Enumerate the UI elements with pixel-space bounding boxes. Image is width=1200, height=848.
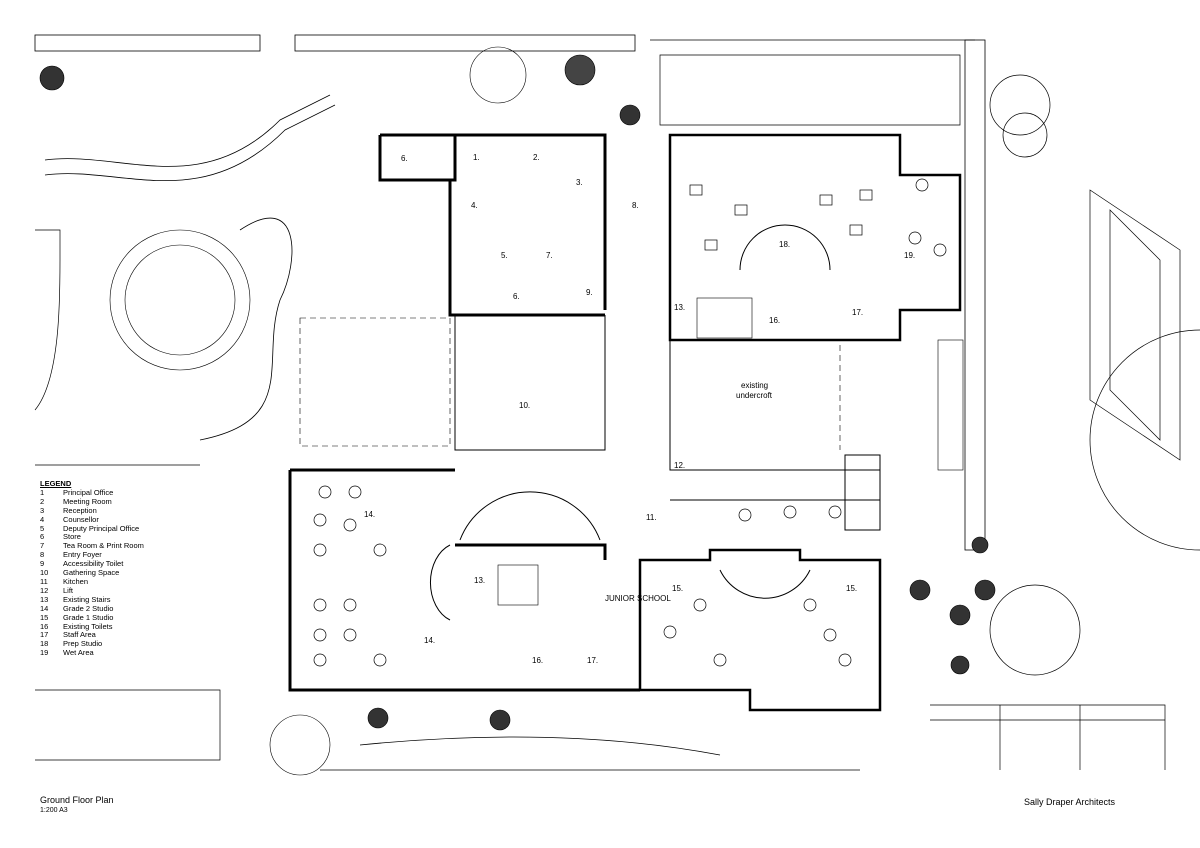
legend-item: 14 Grade 2 Studio bbox=[40, 603, 144, 614]
room-label: undercroft bbox=[736, 391, 773, 400]
dashed-outlines bbox=[299, 317, 841, 450]
legend-label: Accessibility Toilet bbox=[63, 559, 124, 569]
room-label: 17. bbox=[587, 656, 598, 665]
room-label: JUNIOR SCHOOL bbox=[605, 594, 671, 603]
legend-item: 11 Kitchen bbox=[40, 576, 144, 587]
room-label: 17. bbox=[852, 308, 863, 317]
room-label: 15. bbox=[672, 584, 683, 593]
legend-label: Store bbox=[63, 532, 81, 542]
legend-label: Grade 1 Studio bbox=[63, 612, 114, 622]
room-label: 2. bbox=[533, 153, 540, 162]
room-label: 6. bbox=[401, 154, 408, 163]
legend-item: 17 Staff Area bbox=[40, 631, 144, 640]
room-label: 6. bbox=[513, 292, 520, 301]
legend-number: 2 bbox=[40, 496, 45, 506]
legend-label: Reception bbox=[63, 505, 97, 515]
legend-label: Gathering Space bbox=[63, 568, 120, 578]
legend: LEGEND 1 Principal Office 2 Meeting Room 3 Re… bbox=[40, 479, 144, 658]
legend-label: Prep Studio bbox=[63, 639, 103, 649]
legend-number: 16 bbox=[40, 621, 49, 631]
legend-label: Deputy Principal Office bbox=[63, 523, 140, 533]
legend-item: 2 Meeting Room bbox=[40, 496, 144, 507]
room-label: 7. bbox=[546, 251, 553, 260]
room-label: 10. bbox=[519, 401, 530, 410]
legend-label: Tea Room & Print Room bbox=[63, 541, 144, 551]
legend-item: 18 Prep Studio bbox=[40, 639, 144, 649]
furniture-tables bbox=[313, 178, 947, 667]
room-label: 18. bbox=[779, 240, 790, 249]
room-label: 14. bbox=[364, 510, 375, 519]
legend-number: 3 bbox=[40, 505, 45, 515]
room-label: 19. bbox=[904, 251, 915, 260]
legend-item: 10 Gathering Space bbox=[40, 568, 144, 578]
legend-label: Principal Office bbox=[63, 487, 114, 497]
legend-item: 6 Store bbox=[40, 533, 144, 542]
room-labels: 6. 1. 2. 3. 4. 8. 5. 7. 6. 9. 10. 18. 19… bbox=[364, 153, 915, 665]
legend-label: Entry Foyer bbox=[63, 550, 102, 560]
architect-name: Sally Draper Architects bbox=[1024, 797, 1116, 807]
legend-number: 13 bbox=[40, 594, 49, 604]
legend-label: Existing Stairs bbox=[63, 594, 111, 604]
legend-label: Staff Area bbox=[63, 630, 96, 640]
room-label: 14. bbox=[424, 636, 435, 645]
room-label: 12. bbox=[674, 461, 685, 470]
legend-item: 3 Reception bbox=[40, 505, 144, 516]
legend-item: 13 Existing Stairs bbox=[40, 594, 144, 605]
legend-item: 19 Wet Area bbox=[40, 648, 144, 658]
room-label: 4. bbox=[471, 201, 478, 210]
legend-number: 8 bbox=[40, 550, 45, 560]
legend-number: 4 bbox=[40, 514, 45, 524]
legend-item: 5 Deputy Principal Office bbox=[40, 523, 144, 534]
room-label: 16. bbox=[769, 316, 780, 325]
legend-number: 11 bbox=[40, 576, 48, 586]
legend-number: 18 bbox=[40, 639, 49, 649]
room-label: 16. bbox=[532, 656, 543, 665]
legend-number: 19 bbox=[40, 648, 49, 658]
legend-label: Meeting Room bbox=[63, 496, 112, 506]
legend-label: Existing Toilets bbox=[63, 621, 113, 631]
legend-label: Counsellor bbox=[63, 514, 99, 524]
room-label: 5. bbox=[501, 251, 508, 260]
trees bbox=[39, 46, 996, 776]
stairs bbox=[497, 297, 964, 606]
legend-number: 1 bbox=[40, 487, 45, 497]
room-label: 15. bbox=[846, 584, 857, 593]
site-boundary bbox=[34, 34, 1200, 771]
legend-title: LEGEND bbox=[40, 479, 72, 488]
legend-item: 9 Accessibility Toilet bbox=[40, 559, 144, 569]
legend-item: 7 Tea Room & Print Room bbox=[40, 541, 144, 551]
legend-item: 16 Existing Toilets bbox=[40, 621, 144, 632]
legend-number: 9 bbox=[40, 559, 45, 569]
legend-label: Wet Area bbox=[63, 648, 94, 658]
legend-label: Grade 2 Studio bbox=[63, 603, 114, 613]
legend-number: 6 bbox=[40, 532, 45, 542]
legend-item: 4 Counsellor bbox=[40, 514, 144, 525]
room-label: 11. bbox=[646, 513, 657, 522]
legend-item: 8 Entry Foyer bbox=[40, 550, 144, 560]
legend-item: 15 Grade 1 Studio bbox=[40, 612, 144, 623]
building-walls bbox=[288, 133, 962, 712]
room-label: 1. bbox=[473, 153, 480, 162]
legend-item: 12 Lift bbox=[40, 585, 144, 596]
room-label: existing bbox=[741, 381, 768, 390]
room-label: 9. bbox=[586, 288, 593, 297]
legend-number: 15 bbox=[40, 612, 49, 622]
legend-label: Kitchen bbox=[63, 576, 89, 586]
legend-number: 5 bbox=[40, 523, 45, 533]
legend-number: 14 bbox=[40, 603, 49, 613]
arcs bbox=[430, 224, 831, 621]
room-label: 13. bbox=[474, 576, 485, 585]
drawing-title: Ground Floor Plan bbox=[40, 795, 114, 805]
drawing-title-block: Ground Floor Plan 1:200 A3 bbox=[40, 795, 114, 814]
legend-item: 1 Principal Office bbox=[40, 487, 144, 498]
room-label: 8. bbox=[632, 201, 639, 210]
room-label: 13. bbox=[674, 303, 685, 312]
legend-number: 10 bbox=[40, 568, 49, 578]
legend-label: Lift bbox=[63, 585, 74, 595]
legend-number: 12 bbox=[40, 585, 49, 595]
drawing-scale: 1:200 A3 bbox=[40, 807, 68, 814]
legend-number: 17 bbox=[40, 630, 49, 640]
legend-number: 7 bbox=[40, 541, 45, 551]
room-label: 3. bbox=[576, 178, 583, 187]
